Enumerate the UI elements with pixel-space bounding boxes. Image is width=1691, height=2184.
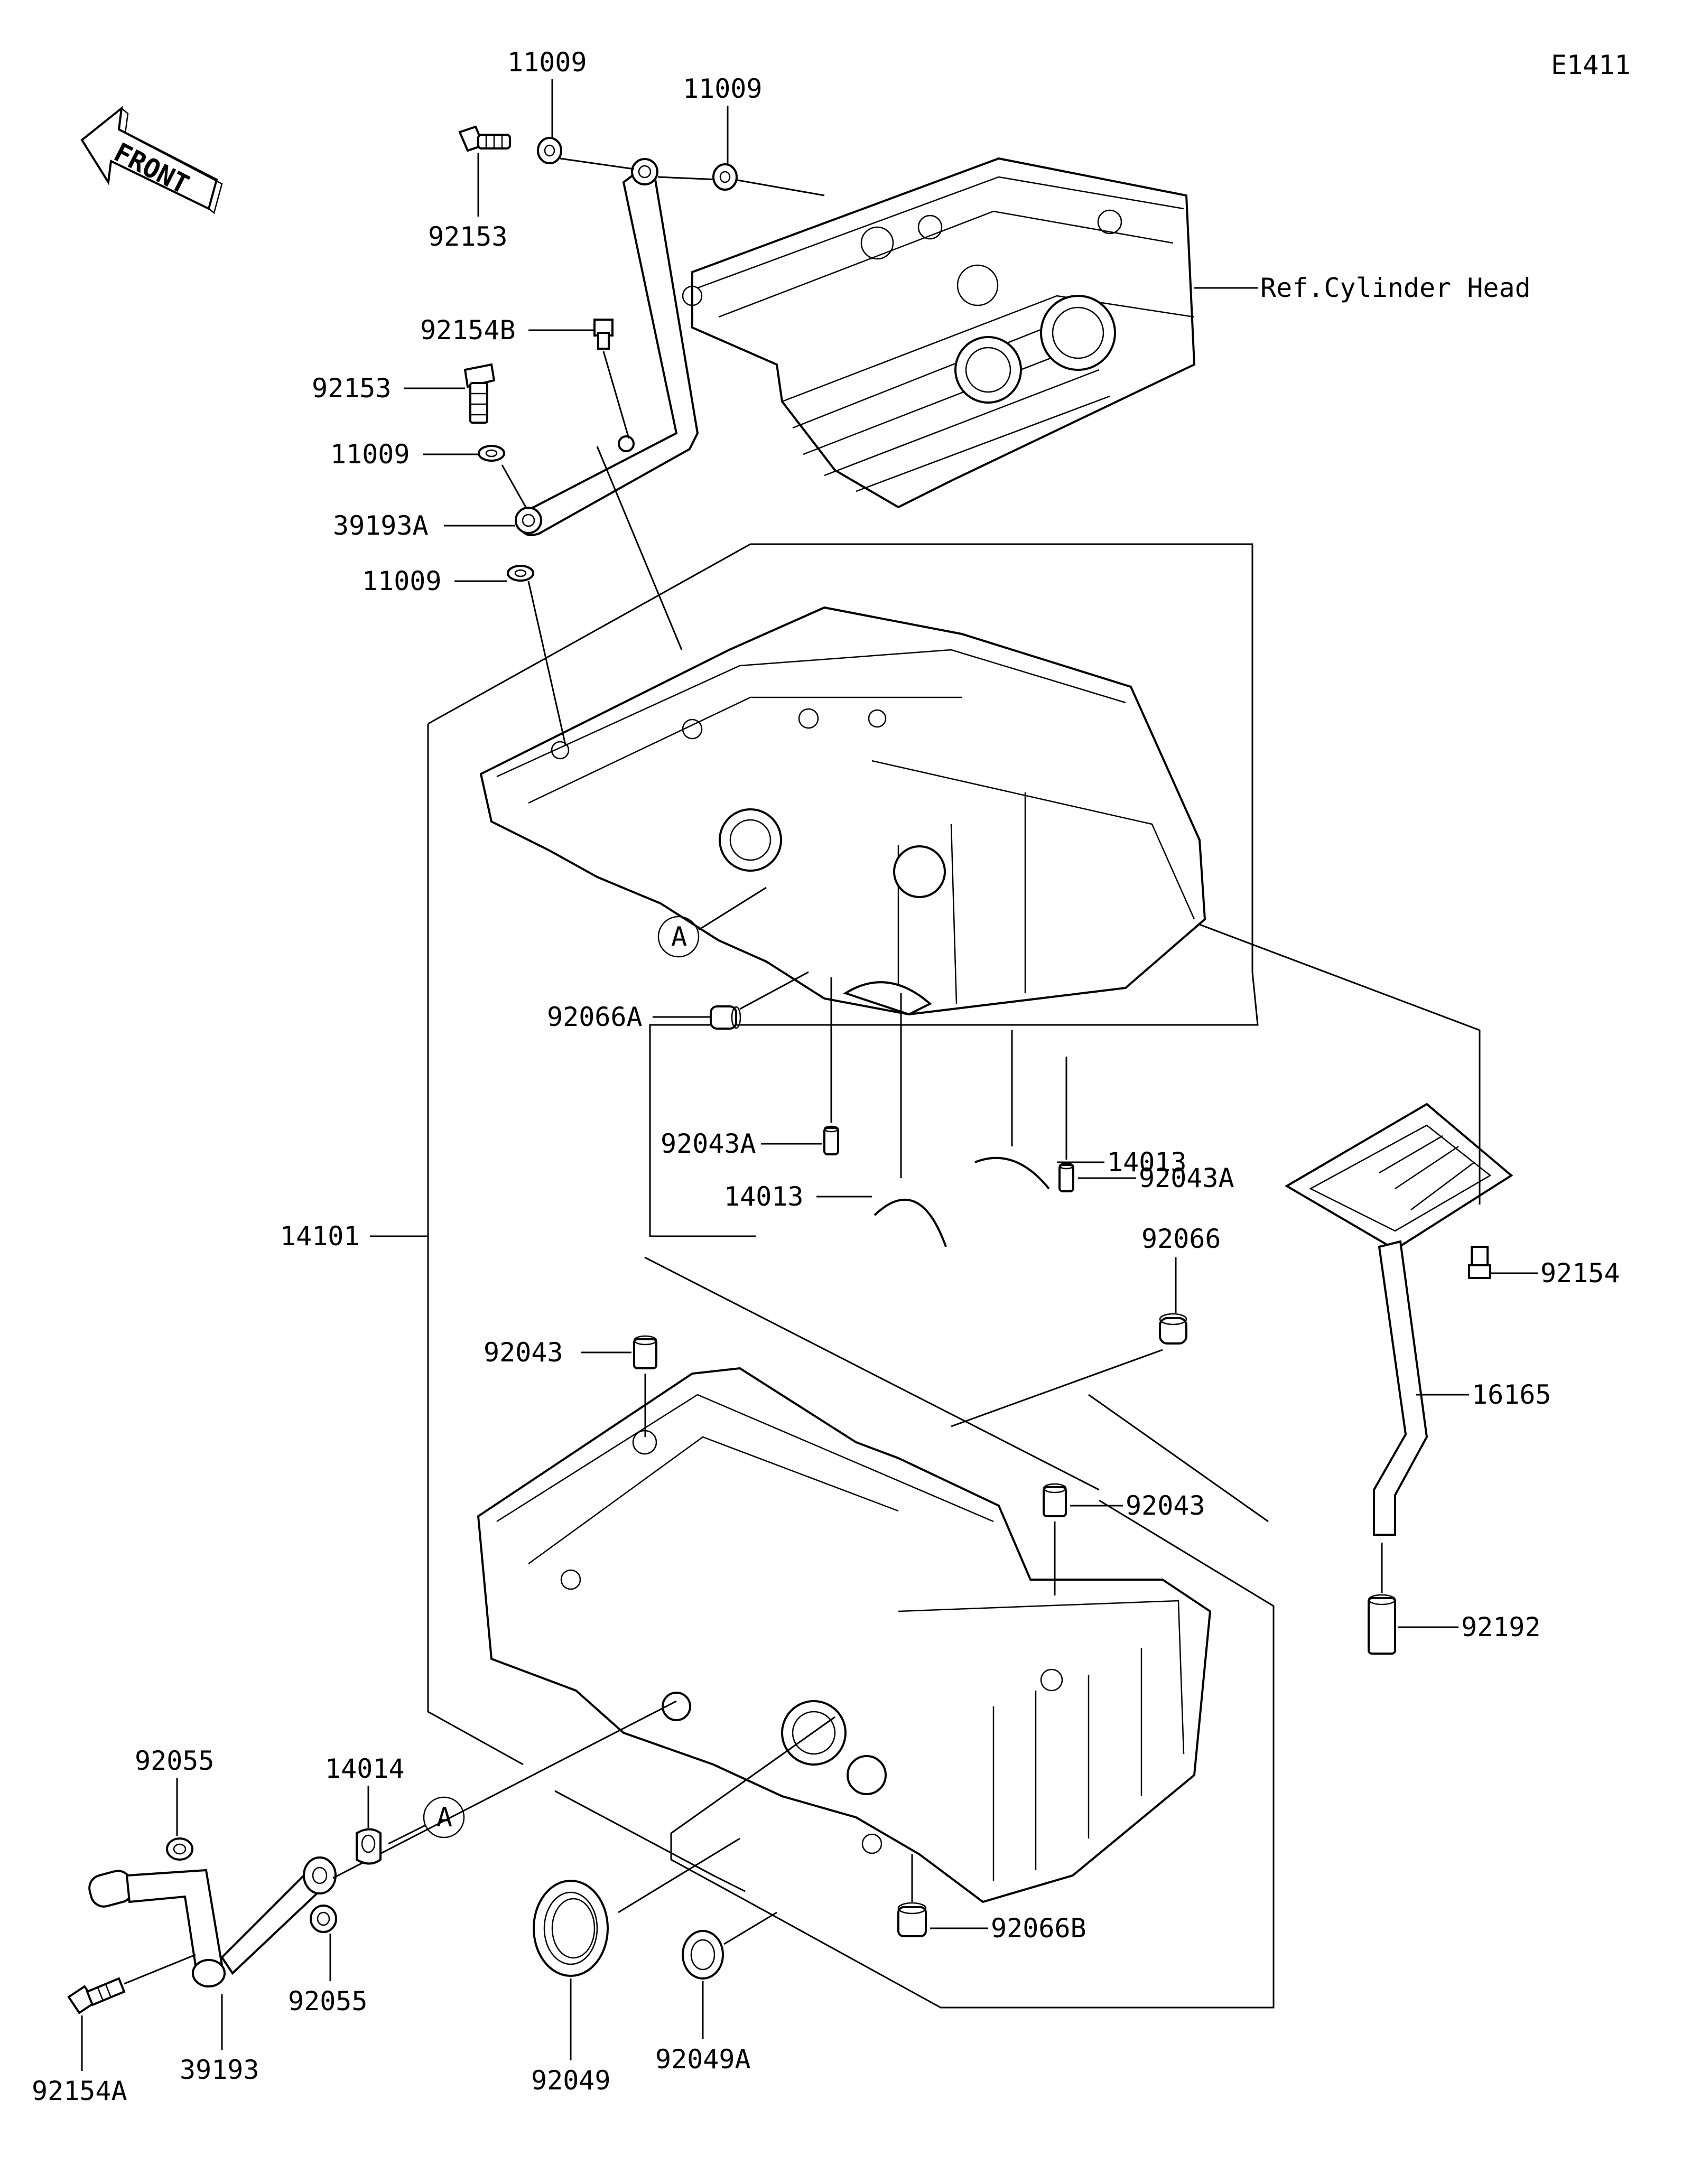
bolt-92153-b (463, 363, 496, 424)
label-11009-c: 11009 (330, 439, 410, 470)
dowel-92043a-left (823, 1125, 839, 1155)
label-92066a: 92066A (547, 1002, 643, 1032)
callout-a-upper: A (671, 921, 687, 952)
oil-seal-92049a (682, 1930, 724, 1980)
callout-a-lower: A (436, 1802, 452, 1833)
oil-strainer-16165 (1285, 1103, 1513, 1536)
label-92066b: 92066B (991, 1913, 1086, 1944)
callout-a-circle-upper (657, 916, 700, 958)
label-14013-left: 14013 (724, 1181, 804, 1212)
thrust-washer-14013-left (874, 1198, 947, 1247)
bolt-92154b (593, 319, 614, 350)
diagram-code: E1411 (1551, 50, 1631, 80)
washer-11009-b (712, 163, 738, 191)
plug-92066 (1159, 1313, 1187, 1345)
label-92055-a: 92055 (135, 1746, 215, 1776)
washer-11009-d (507, 565, 534, 582)
oil-pipe-39193 (88, 1856, 337, 1988)
label-92066: 92066 (1141, 1224, 1221, 1254)
plug-92066a (710, 1005, 741, 1030)
front-arrow-icon: FRONT (80, 106, 223, 214)
label-92055-b: 92055 (288, 1986, 368, 2017)
dowel-92043-left (633, 1335, 657, 1369)
label-11009-d: 11009 (362, 566, 442, 596)
label-92154b: 92154B (420, 315, 516, 346)
bolt-92153-a (458, 125, 511, 152)
label-92154a: 92154A (32, 2076, 127, 2106)
dowel-92043-right (1043, 1483, 1067, 1517)
dowel-92043a-right (1058, 1162, 1074, 1192)
washer-11009-c (478, 445, 505, 462)
oil-seal-92049 (533, 1880, 609, 1977)
oil-pipe-39193a (515, 158, 699, 536)
upper-crankcase (479, 606, 1206, 1016)
bolt-92154a (67, 1977, 126, 2014)
label-92049: 92049 (531, 2065, 611, 2096)
label-92043a-left: 92043A (661, 1128, 756, 1159)
label-92154: 92154 (1540, 1258, 1620, 1289)
collar-92192 (1368, 1594, 1396, 1655)
cap-14014 (356, 1828, 382, 1865)
thrust-washer-14013-right (974, 1156, 1050, 1190)
plug-92066b (897, 1902, 927, 1937)
label-92043a-right: 92043A (1139, 1163, 1234, 1193)
callout-a-circle-lower (423, 1796, 465, 1838)
label-14013-right: 14013 (1107, 1147, 1187, 1178)
label-14014: 14014 (325, 1753, 405, 1784)
label-92192: 92192 (1461, 1612, 1541, 1642)
cylinder-head (682, 157, 1196, 509)
label-39193a: 39193A (333, 510, 429, 541)
label-92153-a: 92153 (428, 221, 508, 252)
label-92043-left: 92043 (484, 1337, 563, 1368)
lower-crankcase (477, 1367, 1212, 1903)
label-92153-b: 92153 (312, 373, 392, 404)
label-16165: 16165 (1472, 1379, 1551, 1410)
label-39193: 39193 (180, 2055, 259, 2085)
bolt-92154 (1468, 1246, 1491, 1279)
label-14101: 14101 (280, 1221, 360, 1252)
washer-11009-a (537, 137, 562, 164)
label-11009-b: 11009 (683, 73, 763, 104)
label-92043-right: 92043 (1126, 1490, 1205, 1521)
washer-92055-a (166, 1837, 193, 1861)
label-92049a: 92049A (655, 2044, 751, 2075)
ref-cylinder-head-label: Ref.Cylinder Head (1260, 273, 1531, 303)
label-11009-a: 11009 (507, 47, 587, 78)
washer-92055-b (310, 1905, 337, 1933)
